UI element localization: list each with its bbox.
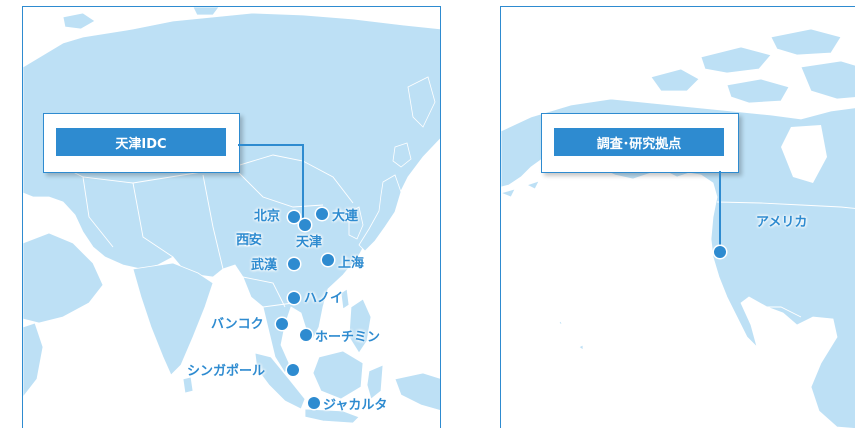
region-label-america: アメリカ: [756, 215, 808, 230]
city-dot-bangkok: [276, 318, 288, 330]
city-label-dalian: 大連: [332, 209, 359, 224]
america-map-panel: 調査･研究拠点 アメリカ: [500, 6, 855, 428]
america-callout-label: 調査･研究拠点: [554, 128, 724, 156]
city-dot-jakarta: [308, 397, 320, 409]
research-site-dot: [714, 246, 726, 258]
asia-leader-horizontal: [238, 144, 303, 146]
city-label-hanoi: ハノイ: [304, 291, 344, 306]
city-dot-xian: [242, 233, 254, 245]
city-label-tianjin: 天津: [296, 235, 323, 250]
city-label-wuhan: 武漢: [251, 258, 278, 273]
america-callout-box: 調査･研究拠点: [541, 113, 739, 173]
city-label-beijing: 北京: [254, 209, 281, 224]
city-label-hochiminh: ホーチミン: [315, 330, 381, 345]
city-dot-beijing: [288, 211, 300, 223]
city-label-shanghai: 上海: [338, 256, 365, 271]
city-dot-hochiminh: [300, 329, 312, 341]
city-dot-tianjin: [299, 219, 311, 231]
city-label-singapore: シンガポール: [187, 364, 266, 379]
america-leader-vertical: [719, 171, 721, 249]
city-dot-singapore: [287, 364, 299, 376]
city-label-jakarta: ジャカルタ: [323, 398, 388, 413]
asia-callout-label: 天津IDC: [56, 128, 226, 156]
city-label-xian: 西安: [236, 233, 263, 248]
north-america-landmass: [501, 28, 855, 428]
city-label-bangkok: バンコク: [211, 317, 264, 332]
asia-landmass: [23, 7, 440, 424]
city-dot-dalian: [316, 208, 328, 220]
city-dot-wuhan: [288, 258, 300, 270]
asia-map-panel: 天津IDC 北京 大連 西安 天津 武漢 上海 ハノイ バンコク ホーチミン シ…: [22, 6, 441, 428]
city-dot-shanghai: [322, 254, 334, 266]
asia-leader-vertical: [302, 144, 304, 222]
asia-callout-box: 天津IDC: [43, 113, 240, 173]
city-dot-hanoi: [288, 292, 300, 304]
